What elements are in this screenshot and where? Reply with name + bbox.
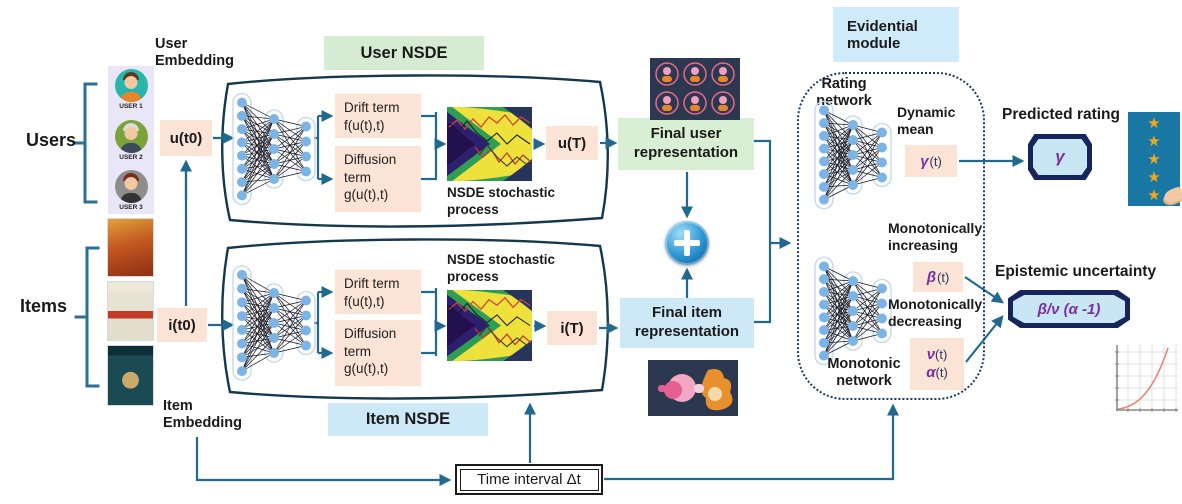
- evidential-module-container: [797, 72, 985, 400]
- uncertainty-formula: β/ν (α -1): [1037, 300, 1101, 318]
- user-avatar-1: USER 1: [114, 69, 148, 110]
- nu-suffix: (t): [935, 347, 948, 362]
- avatar-icon: [114, 119, 148, 153]
- items-label: Items: [20, 296, 68, 316]
- avatar-icon: [114, 170, 148, 203]
- dynamic-mean-label: Dynamic mean: [897, 104, 956, 137]
- u-t0-node: u(t0): [160, 120, 212, 156]
- plus-icon: [665, 221, 709, 265]
- monotonic-network: [812, 252, 894, 370]
- rating-network-label: Rating network: [816, 76, 872, 110]
- user-group-icons: [655, 62, 735, 115]
- u-T-node: u(T): [546, 126, 598, 160]
- book-cover-3: [108, 346, 153, 405]
- monotonic-network-label: Monotonic network: [827, 356, 901, 390]
- stochastic-paths-heatmap: [447, 103, 532, 185]
- user-avatar-2: USER 2: [114, 119, 148, 161]
- users-label: Users: [26, 130, 77, 150]
- item-embedding-label: Item Embedding: [163, 398, 242, 432]
- user-diffusion-term-box: Diffusion term g(u(t),t): [335, 146, 421, 212]
- item-nsde-process-label: NSDE stochastic process: [447, 252, 556, 284]
- item-encoder-network: [230, 260, 318, 386]
- i-t0-node: i(t0): [157, 308, 207, 342]
- final-item-representation-box: Final item representation: [620, 298, 754, 348]
- stochastic-paths-heatmap: [447, 286, 532, 365]
- predicted-rating-label: Predicted rating: [1002, 106, 1120, 123]
- avatar-label: USER 1: [119, 103, 143, 110]
- epistemic-uncertainty-badge: β/ν (α -1): [1008, 290, 1130, 328]
- time-interval-box: Time interval Δt: [455, 464, 603, 495]
- nu-alpha-t-node: ν(t) α(t): [910, 338, 964, 390]
- gamma-suffix: (t): [929, 153, 942, 169]
- evidential-module-header: Evidential module: [833, 7, 959, 62]
- user-avatar-3: USER 3: [114, 170, 148, 211]
- monotonically-decreasing-label: Monotonically decreasing: [888, 296, 983, 329]
- book-cover-1: [108, 219, 153, 276]
- item-illustration: [648, 360, 738, 416]
- avatar-icon: [114, 69, 148, 102]
- user-nsde-process-plot: [447, 103, 532, 185]
- time-interval-label: Time interval Δt: [459, 468, 599, 491]
- alpha-symbol: α: [926, 364, 936, 381]
- alpha-suffix: (t): [935, 365, 948, 380]
- user-drift-term-box: Drift term f(u(t),t): [335, 94, 421, 138]
- avatar-label: USER 3: [119, 204, 143, 211]
- gamma-t-node: γ(t): [905, 145, 957, 177]
- star-icon: ★: [1147, 132, 1161, 150]
- user-nsde-process-label: NSDE stochastic process: [447, 185, 556, 217]
- items-bracket: [74, 246, 100, 388]
- nu-symbol: ν: [926, 346, 936, 363]
- uncertainty-curve-thumbnail: [1108, 342, 1180, 418]
- star-icon: ★: [1147, 168, 1161, 186]
- star-icon: ★: [1147, 150, 1161, 168]
- beta-t-node: β(t): [913, 262, 963, 292]
- predicted-rating-badge: γ: [1028, 134, 1092, 180]
- exponential-curve-plot: [1115, 344, 1178, 412]
- star-icon: ★: [1147, 186, 1161, 204]
- final-user-representation-box: Final user representation: [618, 118, 754, 170]
- star-icon: ★: [1147, 114, 1161, 132]
- user-encoder-network: [230, 88, 318, 210]
- item-diffusion-term-box: Diffusion term g(u(t),t): [335, 320, 421, 386]
- item-nsde-header: Item NSDE: [328, 403, 488, 436]
- rocket-shapes: [658, 369, 733, 411]
- gamma-symbol: γ: [920, 152, 929, 170]
- item-drift-term-box: Drift term f(u(t),t): [335, 270, 421, 314]
- monotonically-increasing-label: Monotonically increasing: [888, 220, 983, 253]
- user-embedding-label: User Embedding: [155, 36, 234, 70]
- i-T-node: i(T): [547, 311, 597, 345]
- item-nsde-process-plot: [447, 286, 532, 365]
- rating-network: [812, 96, 894, 214]
- epistemic-uncertainty-label: Epistemic uncertainty: [995, 263, 1157, 280]
- beta-symbol: β: [926, 268, 937, 286]
- user-group-illustration: [650, 58, 740, 120]
- users-bracket: [72, 82, 98, 204]
- avatar-label: USER 2: [119, 153, 143, 161]
- hand-icon: [1162, 185, 1182, 206]
- user-nsde-header: User NSDE: [324, 36, 484, 70]
- star-rating-illustration: ★ ★ ★ ★ ★: [1128, 112, 1182, 206]
- predicted-gamma: γ: [1055, 147, 1065, 166]
- beta-suffix: (t): [937, 269, 950, 285]
- user-avatars-panel: USER 1 USER 2 USER 3: [108, 66, 154, 214]
- book-cover-2: [108, 282, 153, 340]
